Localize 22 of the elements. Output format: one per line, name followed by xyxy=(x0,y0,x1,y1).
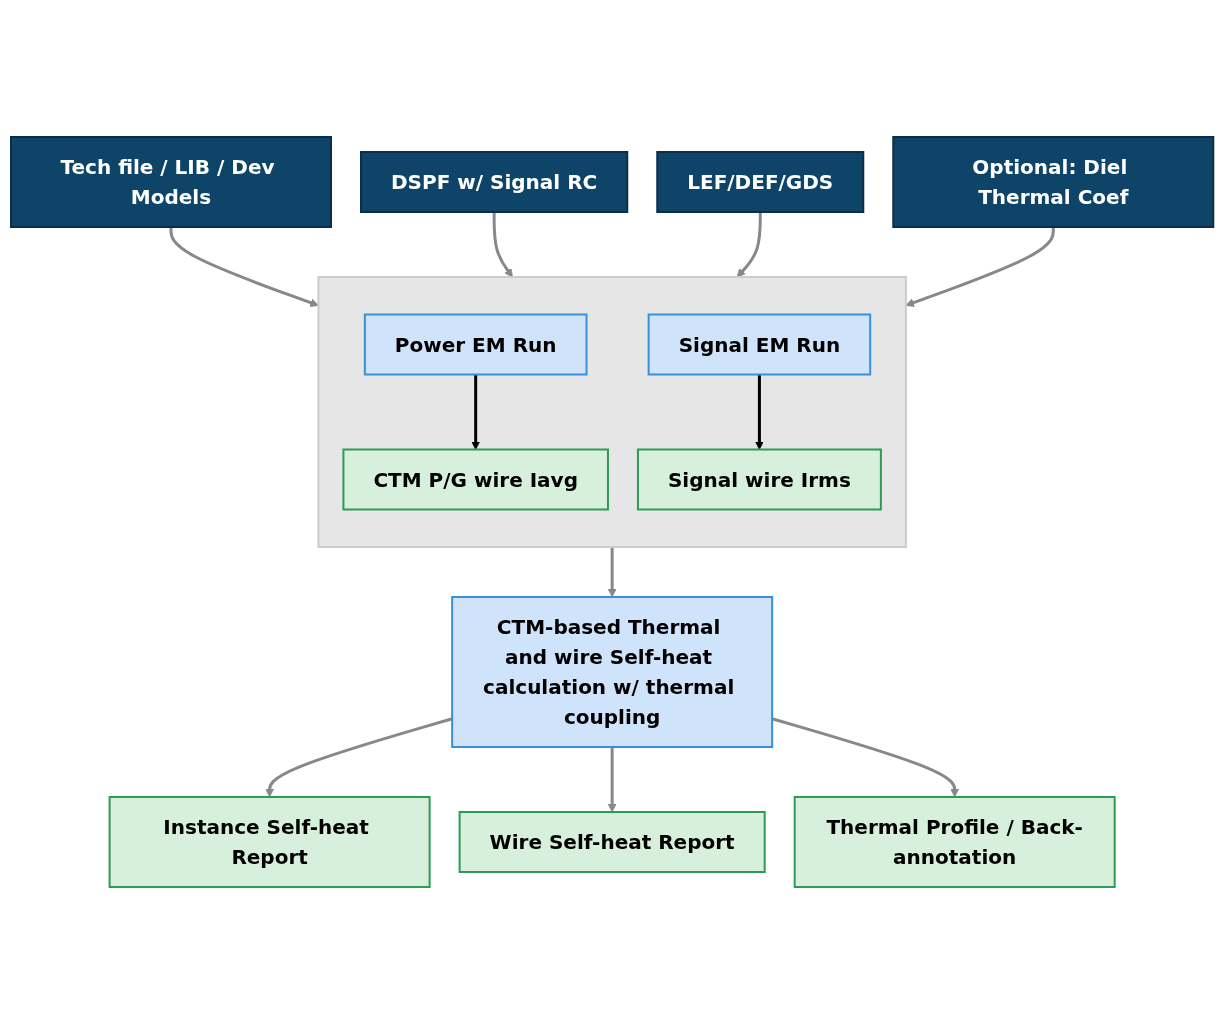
arrow xyxy=(169,226,319,307)
node-box: Tech file / LIB / Dev Models xyxy=(9,135,332,228)
node-box: CTM-based Thermal and wire Self-heat calculation w/ thermal coupling xyxy=(451,595,773,748)
arrow xyxy=(265,716,453,797)
arrow xyxy=(607,546,617,597)
arrow xyxy=(905,226,1055,307)
node-box: Signal EM Run xyxy=(647,313,872,375)
arrow xyxy=(736,211,762,277)
node-box: Wire Self-heat Report xyxy=(458,810,766,873)
node-box: Optional: Diel Thermal Coef xyxy=(892,135,1215,228)
node-box: Power EM Run xyxy=(363,313,588,375)
arrow xyxy=(492,211,513,277)
node-box: Signal wire Irms xyxy=(636,448,882,510)
arrow xyxy=(754,374,764,450)
node-box: Instance Self-heat Report xyxy=(108,795,431,888)
node-box: LEF/DEF/GDS xyxy=(656,150,865,213)
node-box: DSPF w/ Signal RC xyxy=(359,150,629,213)
cluster xyxy=(317,275,907,548)
node-box: Thermal Profile / Back-annotation xyxy=(793,795,1116,888)
node-box: CTM P/G wire Iavg xyxy=(342,448,609,510)
arrow xyxy=(471,374,480,450)
arrow xyxy=(607,746,617,812)
